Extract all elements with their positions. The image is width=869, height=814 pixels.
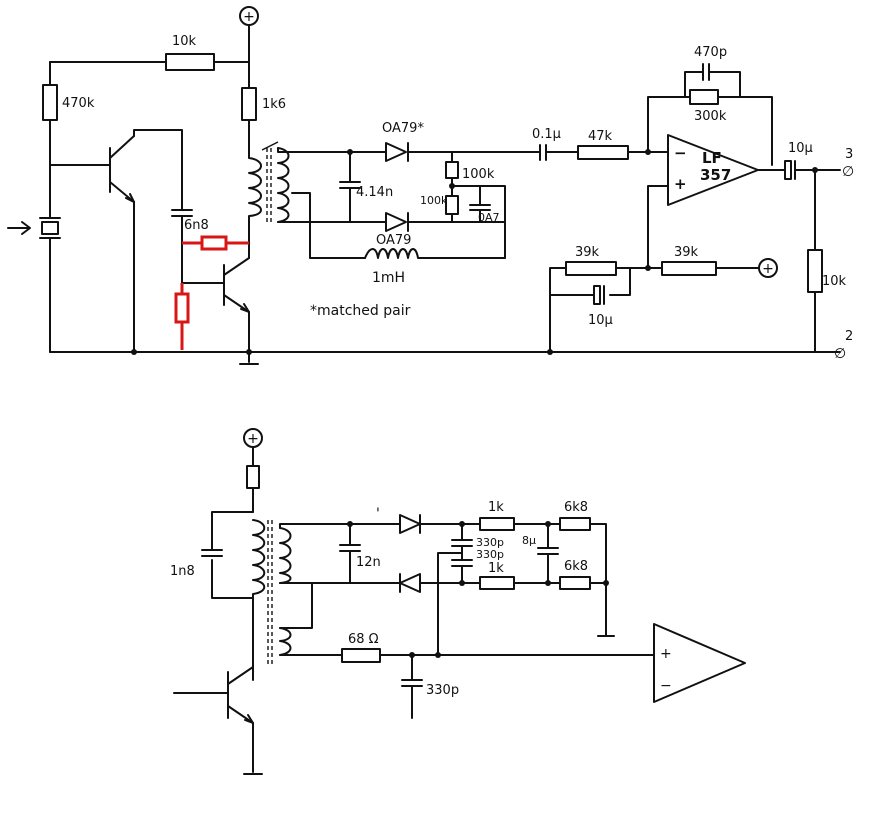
label-1mh: 1mH	[372, 270, 405, 286]
svg-text:LF: LF	[702, 149, 722, 167]
resistor-68	[341, 648, 381, 663]
label-330p-b: 330p	[476, 548, 504, 561]
label-10u-out: 10µ	[788, 141, 813, 156]
svg-text:+: +	[660, 646, 672, 662]
resistor-300k	[689, 89, 719, 105]
svg-text:': '	[376, 506, 380, 522]
note-matched-pair: *matched pair	[310, 303, 411, 319]
label-68: 68 Ω	[348, 632, 379, 647]
label-8u: 8µ	[522, 534, 536, 547]
label-330p-a: 330p	[476, 536, 504, 549]
transistor-q1	[49, 135, 135, 203]
transformer-secondary	[277, 147, 290, 223]
label-12n: 12n	[356, 555, 381, 570]
label-330p-c: 330p	[426, 683, 459, 698]
resistor-10k-top	[165, 53, 215, 71]
label-1k-bottom: 1k	[488, 561, 504, 576]
label-47k: 47k	[588, 129, 613, 144]
resistor-1k-bottom	[479, 576, 515, 590]
label-0a7: 0A7	[478, 211, 500, 224]
transistor-q2	[181, 257, 250, 313]
terminal-2-mark: ∅	[834, 346, 846, 362]
label-diode-lower: OA79	[376, 233, 411, 248]
resistor-6k8-top	[559, 517, 591, 531]
resistor-47k	[577, 145, 629, 160]
label-470p: 470p	[694, 45, 727, 60]
label-diode-upper: OA79*	[382, 121, 424, 136]
label-10u-bias: 10µ	[588, 313, 613, 328]
transformer-core	[266, 148, 272, 222]
transistor-bottom	[173, 666, 254, 724]
opamp-bottom: + −	[653, 623, 746, 703]
resistor-6k8-bottom	[559, 576, 591, 590]
label-6n8: 6n8	[184, 218, 209, 233]
resistor-10k-out	[807, 249, 823, 293]
label-0-1u: 0.1µ	[532, 127, 561, 142]
resistor-470k	[42, 84, 58, 121]
opamp-lf357: − + LF 357	[667, 134, 759, 206]
label-100k-b: 100k	[420, 194, 448, 207]
resistor-39k-left	[565, 261, 617, 276]
bottom-circuit: + 1n8 12n ' 1k 1k 330p 330p	[170, 428, 746, 775]
label-1k-top: 1k	[488, 500, 504, 515]
svg-text:+: +	[247, 431, 259, 447]
terminal-2-label: 2	[845, 329, 853, 344]
transformer-primary	[248, 149, 262, 259]
terminal-3-label: 3	[845, 147, 853, 162]
top-circuit: + 10k 470k 1k6 6n8	[7, 6, 854, 365]
label-100k-a: 100k	[462, 167, 495, 182]
label-300k: 300k	[694, 109, 727, 124]
terminal-3-mark: ∅	[842, 164, 854, 180]
label-1n8: 1n8	[170, 564, 195, 579]
bias-supply-terminal: +	[758, 258, 778, 278]
supply-terminal-top: +	[239, 6, 259, 26]
svg-text:+: +	[243, 9, 255, 25]
label-1k6: 1k6	[262, 97, 286, 112]
label-10k-top: 10k	[172, 34, 197, 49]
supply-terminal-bottom: +	[243, 428, 263, 448]
label-39k-right: 39k	[674, 245, 699, 260]
svg-text:+: +	[674, 175, 687, 193]
bottom-transformer-primary	[252, 519, 266, 681]
label-6k8-top: 6k8	[564, 500, 588, 515]
crystal-input	[7, 164, 61, 353]
red-resistor-vertical	[174, 292, 190, 324]
resistor-1k-top	[479, 517, 515, 531]
svg-text:−: −	[674, 144, 687, 162]
svg-text:−: −	[660, 678, 672, 694]
resistor-1k6	[241, 87, 257, 121]
resistor-supply-bottom	[246, 465, 260, 489]
red-resistor-horizontal	[200, 235, 228, 251]
label-470k: 470k	[62, 96, 95, 111]
svg-text:+: +	[762, 261, 774, 277]
resistor-39k-right	[661, 261, 717, 276]
inductor-1mh	[364, 248, 506, 259]
label-6k8-bottom: 6k8	[564, 559, 588, 574]
label-39k-left: 39k	[575, 245, 600, 260]
svg-text:357: 357	[700, 166, 731, 184]
label-4-14n: 4.14n	[356, 185, 393, 200]
label-10k-out: 10k	[822, 274, 847, 289]
